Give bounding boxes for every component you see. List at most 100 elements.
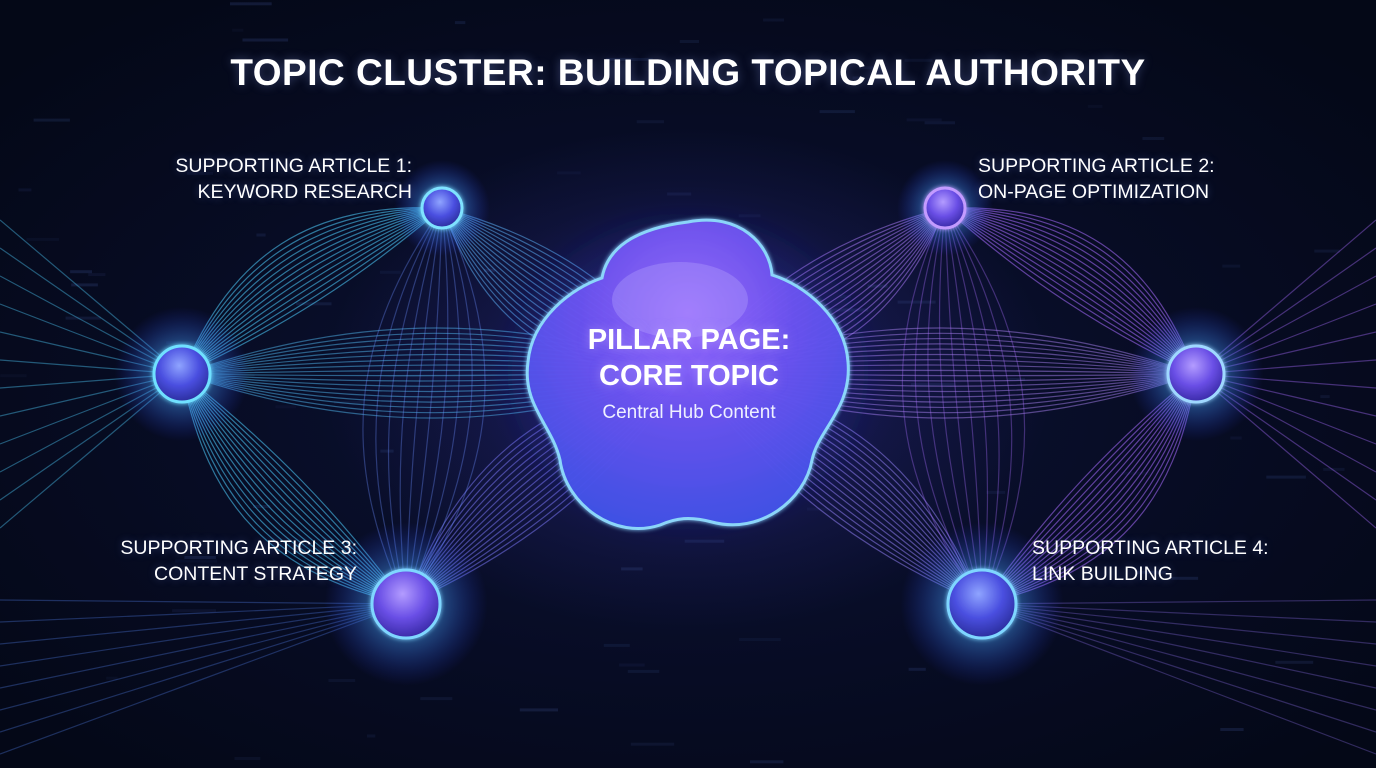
background-data-mark [65, 316, 101, 320]
background-data-mark [858, 66, 883, 70]
background-data-mark [908, 667, 926, 671]
article-2-node-sphere [923, 186, 967, 230]
article-1-heading: SUPPORTING ARTICLE 1: [175, 155, 412, 177]
background-data-mark [363, 181, 401, 185]
background-data-mark [333, 400, 365, 404]
background-data-mark [1266, 475, 1306, 479]
background-data-mark [924, 121, 955, 125]
article-2-heading: SUPPORTING ARTICLE 2: [978, 155, 1215, 177]
article-1-topic: KEYWORD RESEARCH [197, 181, 412, 203]
article-2-node[interactable] [897, 160, 993, 256]
background-data-mark [897, 300, 936, 304]
article-nodes [114, 160, 1264, 686]
pillar-blob-shape [525, 218, 850, 531]
background-data-mark [1320, 395, 1330, 399]
article-2-topic: ON-PAGE OPTIMIZATION [978, 181, 1210, 203]
background-data-mark [1323, 467, 1345, 471]
background-data-mark [603, 643, 630, 647]
background-data-mark [1314, 249, 1340, 253]
background-data-mark [1007, 377, 1025, 381]
background-data-mark [454, 21, 466, 25]
background-data-mark [70, 270, 92, 274]
background-data-mark [750, 760, 784, 764]
background-data-mark [806, 507, 835, 511]
article-1-label: SUPPORTING ARTICLE 1: KEYWORD RESEARCH [100, 153, 412, 205]
background-data-mark [630, 742, 675, 746]
background-data-mark [234, 757, 261, 760]
background-data-mark [187, 171, 214, 175]
background-data-mark [1136, 570, 1166, 574]
background-data-mark [605, 57, 653, 61]
hub-node-left-sphere [152, 344, 212, 404]
background-data-mark [18, 188, 32, 192]
article-2-label: SUPPORTING ARTICLE 2: ON-PAGE OPTIMIZATI… [978, 153, 1215, 205]
background-data-mark [242, 38, 289, 42]
background-data-mark [420, 697, 453, 701]
background-data-mark [1230, 436, 1242, 440]
background-data-mark [328, 679, 356, 682]
background-data-mark [906, 118, 942, 122]
article-3-node-sphere [370, 568, 442, 640]
pillar-label: PILLAR PAGE: CORE TOPIC Central Hub Cont… [548, 322, 830, 426]
background-data-mark [619, 663, 645, 667]
background-data-mark [230, 2, 272, 6]
background-data-mark [71, 283, 98, 287]
pillar-title-line2: CORE TOPIC [599, 360, 779, 392]
pillar-highlight [612, 262, 748, 338]
background-data-mark [33, 118, 70, 122]
article-4-node[interactable] [900, 522, 1064, 686]
article-4-node-sphere [946, 568, 1018, 640]
background-data-mark [0, 374, 27, 378]
article-1-node[interactable] [394, 160, 490, 256]
background-data-mark [739, 638, 781, 641]
background-data-mark [852, 76, 865, 80]
background-data-mark [519, 708, 558, 712]
background-data-mark [184, 556, 216, 559]
background-data-mark [1087, 104, 1103, 108]
page-title: TOPIC CLUSTER: BUILDING TOPICAL AUTHORIT… [230, 52, 1146, 93]
background-data-mark [275, 405, 296, 409]
background-data-mark [1275, 660, 1314, 664]
article-4-label: SUPPORTING ARTICLE 4: LINK BUILDING [1032, 535, 1269, 587]
background-data-mark [627, 669, 660, 673]
article-4-topic: LINK BUILDING [1032, 563, 1173, 585]
hub-node-right-sphere [1166, 344, 1226, 404]
background-data-mark [986, 490, 1006, 494]
background-data-mark [367, 734, 376, 738]
background-data-mark [106, 676, 118, 680]
background-data-mark [910, 383, 956, 387]
hub-node-right[interactable] [1128, 306, 1264, 442]
article-4-heading: SUPPORTING ARTICLE 4: [1032, 537, 1269, 559]
background-data-mark [172, 609, 216, 613]
background-data-mark [380, 449, 394, 453]
article-3-node[interactable] [324, 522, 488, 686]
article-1-node-sphere [420, 186, 464, 230]
background-data-mark [26, 237, 60, 241]
background-data-mark [819, 110, 855, 114]
article-3-label: SUPPORTING ARTICLE 3: CONTENT STRATEGY [60, 535, 357, 587]
background-data-mark [379, 270, 401, 274]
pillar-title-line1: PILLAR PAGE: [587, 324, 791, 356]
background-data-mark [763, 18, 784, 22]
background-data-mark [1142, 137, 1165, 140]
background-data-mark [904, 58, 933, 62]
background-data-mark [1167, 576, 1199, 580]
background-data-mark [175, 559, 218, 563]
background-data-mark [1220, 728, 1244, 731]
background-data-mark [621, 567, 643, 571]
background-data-mark [557, 171, 581, 175]
pillar-subtitle: Central Hub Content [602, 402, 776, 423]
background-data-mark [1222, 264, 1241, 268]
background-data-mark [88, 273, 106, 277]
article-3-heading: SUPPORTING ARTICLE 3: [120, 537, 357, 559]
background-data-mark [667, 192, 692, 196]
background-data-mark [679, 40, 699, 43]
hub-node-left[interactable] [114, 306, 250, 442]
pillar-page-node[interactable] [488, 197, 888, 547]
article-3-topic: CONTENT STRATEGY [154, 563, 357, 585]
background-data-mark [232, 28, 244, 32]
background-data-mark [256, 233, 266, 237]
background-data-mark [636, 120, 664, 124]
